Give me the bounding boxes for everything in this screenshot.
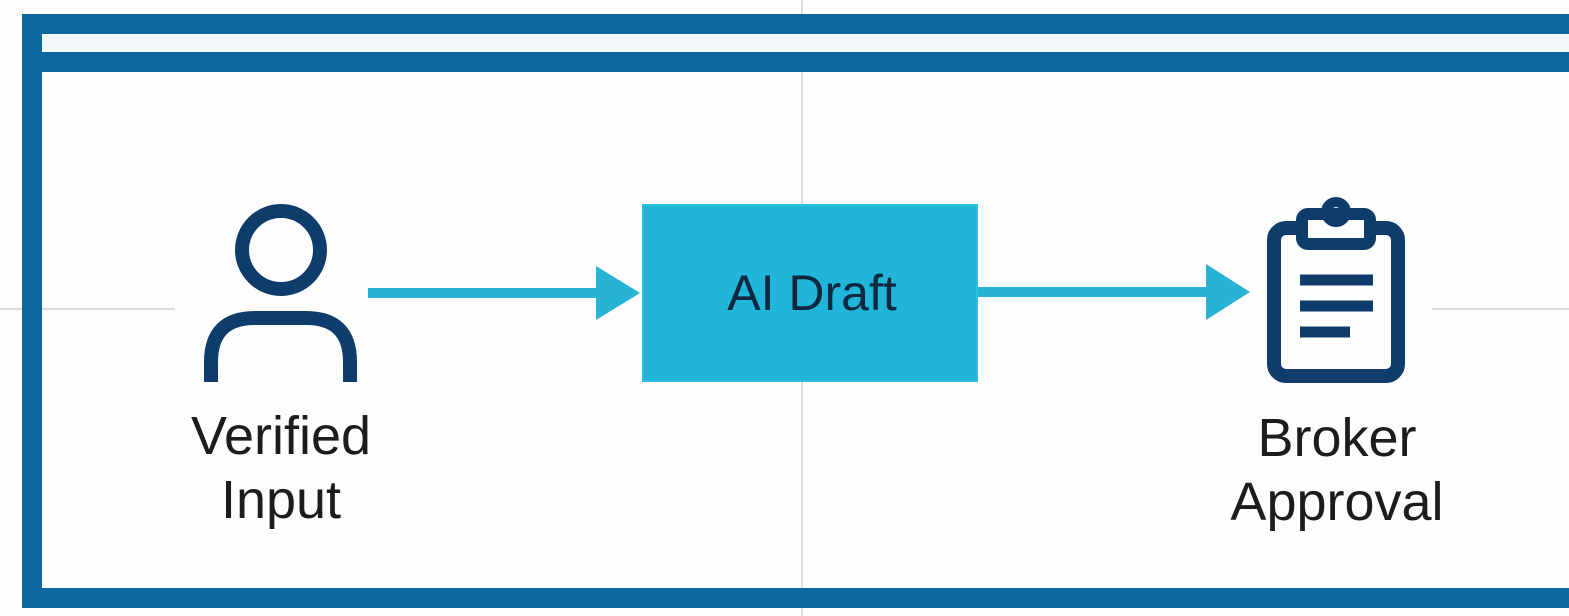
user-icon [204,204,357,382]
arrow-draft-to-approval [978,264,1250,320]
broker-approval-line2: Approval [1230,472,1444,532]
broker-approval-line1: Broker [1257,408,1417,468]
horizontal-guide-line-left [0,308,175,310]
ai-draft-label: AI Draft [727,265,897,321]
clipboard-icon [1267,197,1405,383]
frame-header-strip [42,34,1569,52]
arrow-input-to-draft [368,266,640,320]
ai-draft-box: AI Draft [642,204,978,382]
verified-input-label: Verified Input [150,404,412,532]
frame-header-bar [42,52,1569,72]
horizontal-guide-line-right [1432,308,1569,310]
broker-approval-label: Broker Approval [1196,406,1478,534]
verified-input-line1: Verified [190,406,372,466]
verified-input-line2: Input [220,470,342,530]
diagram-frame [22,14,1569,608]
